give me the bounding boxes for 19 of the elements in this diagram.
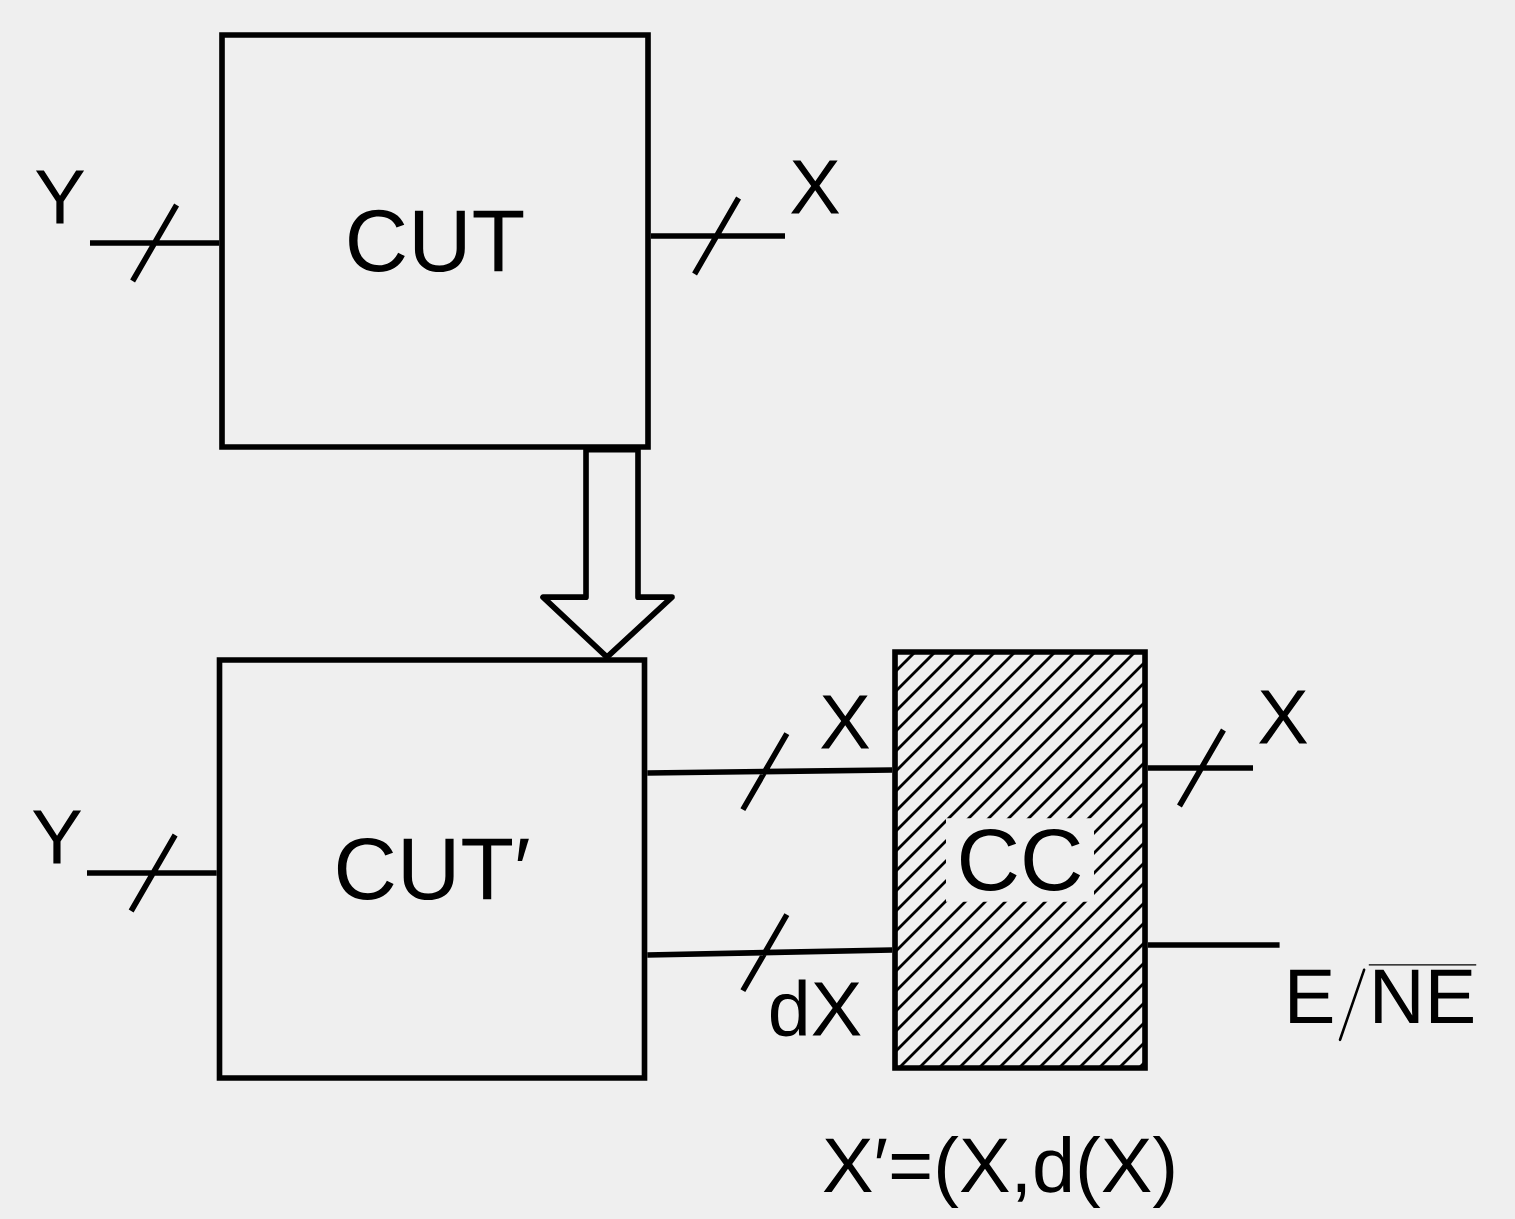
bus-line	[644, 730, 895, 813]
equation-label: X′=(X,d(X)	[823, 1135, 1174, 1208]
signal-label: $\mathrm{E}/\overline{\mathrm{NE}}$	[1290, 964, 1477, 1042]
hollow-arrow	[540, 447, 675, 660]
signal-label: Y	[32, 810, 82, 864]
bus-line	[644, 911, 895, 994]
edge-label: X	[815, 691, 875, 753]
signal-label: Y	[35, 170, 85, 224]
bus-line	[84, 832, 220, 914]
edge-label: dX	[764, 976, 866, 1040]
hatched-box: CC	[892, 649, 1148, 1071]
bus-line	[1147, 942, 1280, 948]
bus-line	[87, 202, 222, 284]
block-box: CUT′	[216, 657, 648, 1081]
bus-line	[1145, 727, 1256, 809]
signal-label: X	[1259, 690, 1308, 744]
signal-label: X	[791, 160, 840, 214]
block-box: CUT	[219, 32, 651, 450]
bus-line	[648, 195, 788, 277]
